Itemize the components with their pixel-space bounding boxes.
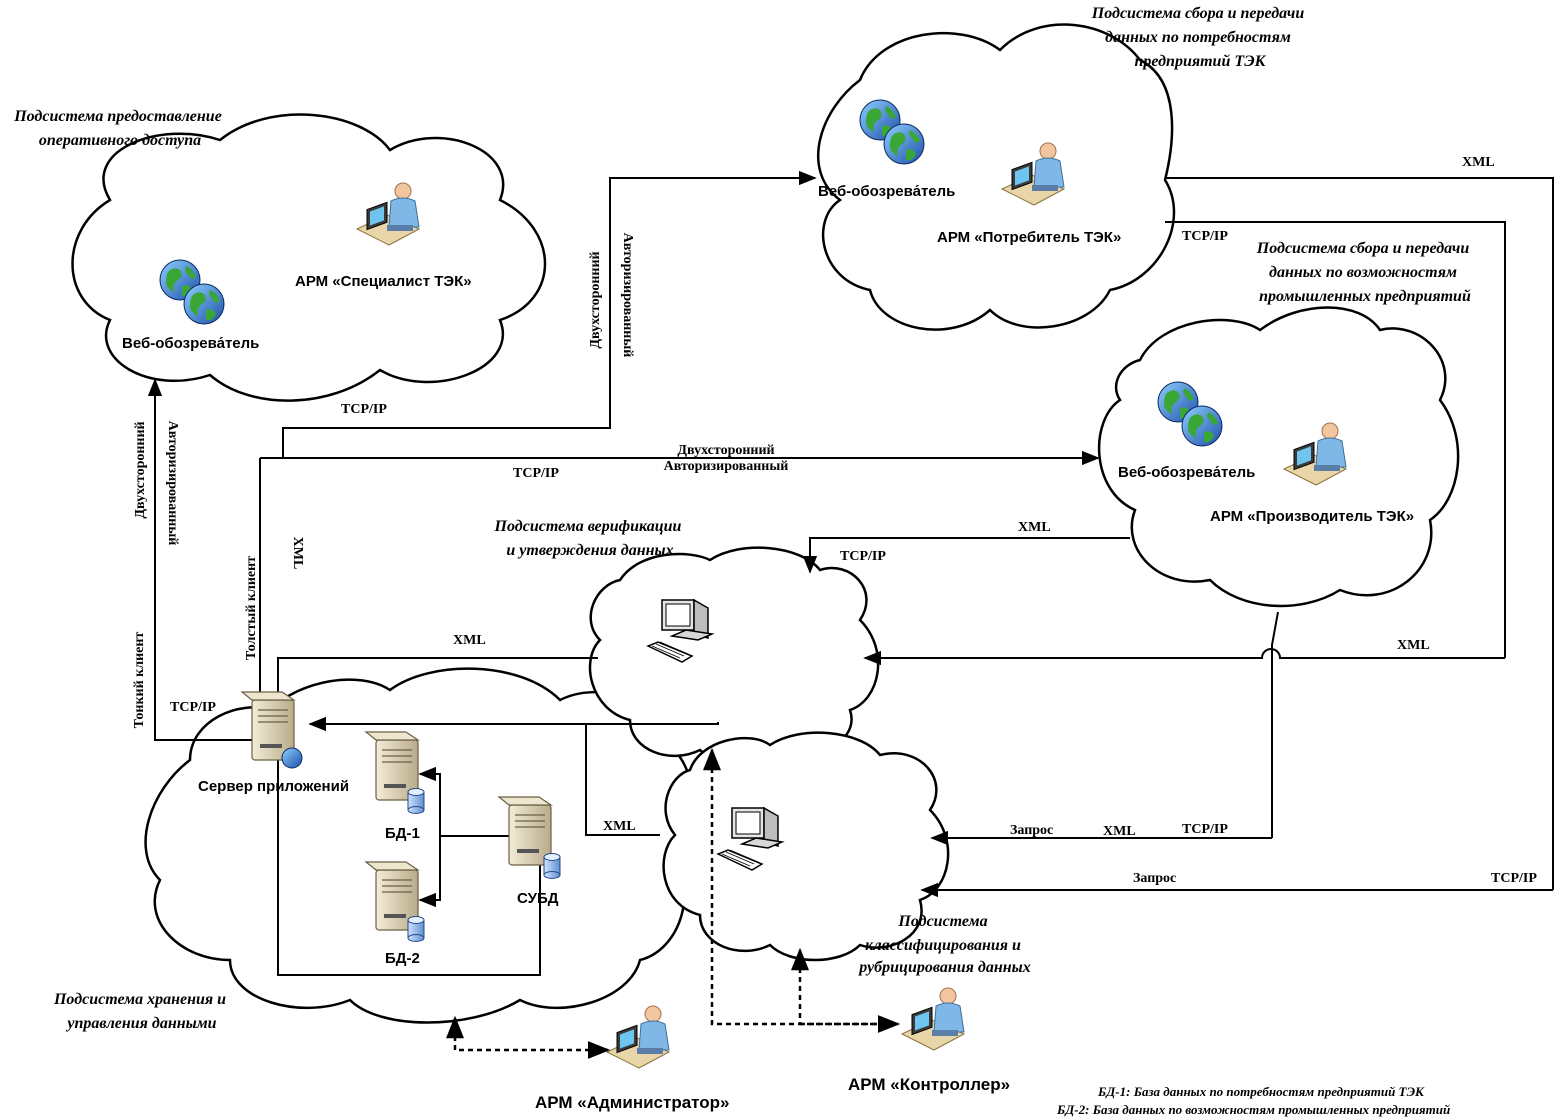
dbms-label: СУБД — [517, 890, 559, 907]
link-consumers-xml — [1165, 177, 1554, 890]
link-xml-classification — [585, 724, 660, 836]
xml-label: XML — [290, 537, 305, 570]
cloud-producers — [1097, 306, 1460, 608]
title-producers: Подсистема сбора и передачи данных по во… — [1256, 240, 1473, 305]
authorized-label: Авторизированный — [165, 421, 180, 546]
title-consumers: Подсистема сбора и передачи данных по по… — [1091, 5, 1308, 70]
bidirectional-label: Двухсторонний — [588, 251, 603, 348]
arm-admin-label: АРМ «Администратор» — [535, 1093, 730, 1112]
tcpip-label: TCP/IP — [170, 700, 216, 715]
xml-label: XML — [1462, 155, 1495, 170]
db1-label: БД-1 — [385, 825, 420, 842]
bidirectional-label: Двухсторонний — [677, 443, 774, 458]
thin-client-label: Тонкий клиент — [132, 632, 147, 729]
legend-db1: БД-1: База данных по потребностям предпр… — [1097, 1084, 1425, 1099]
arm-producer-label: АРМ «Производитель ТЭК» — [1210, 508, 1414, 525]
app-server-label: Сервер приложений — [198, 778, 349, 795]
link-producers-verification — [802, 537, 1130, 574]
authorized-label: Авторизированный — [664, 459, 789, 474]
link-admin — [446, 1015, 611, 1059]
link-db1 — [418, 766, 441, 836]
globe-icon — [281, 747, 303, 769]
bidirectional-label: Двухсторонний — [133, 421, 148, 518]
xml-label: XML — [1018, 520, 1051, 535]
xml-label: XML — [453, 633, 486, 648]
cloud-consumers — [816, 23, 1176, 331]
title-operative-access: Подсистема предоставление оперативного д… — [13, 108, 226, 149]
database-icon — [543, 853, 561, 879]
xml-label: XML — [603, 819, 636, 834]
database-icon — [407, 916, 425, 942]
arm-specialist-label: АРМ «Специалист ТЭК» — [295, 273, 472, 290]
browser-label: Веб-обозрева́тель — [818, 183, 955, 200]
database-icon — [407, 788, 425, 814]
tcpip-label: TCP/IP — [513, 466, 559, 481]
link-db2 — [418, 836, 441, 908]
title-classification: Подсистема классифицирования и рубрициро… — [857, 913, 1030, 976]
arm-consumer-label: АРМ «Потребитель ТЭК» — [937, 229, 1121, 246]
request-label: Запрос — [1133, 871, 1176, 886]
browser-label: Веб-обозрева́тель — [122, 335, 259, 352]
link-producers-down — [1271, 611, 1279, 838]
arm-controller-label: АРМ «Контроллер» — [848, 1075, 1010, 1094]
legend-db2: БД-2: База данных по возможностям промыш… — [1056, 1102, 1450, 1117]
person-workstation-icon — [901, 987, 965, 1051]
link-to-server — [308, 716, 719, 732]
person-workstation-icon — [606, 1005, 670, 1069]
tcpip-label: TCP/IP — [1182, 822, 1228, 837]
db2-label: БД-2 — [385, 950, 420, 967]
tcpip-label: TCP/IP — [341, 402, 387, 417]
thick-client-label: Толстый клиент — [244, 556, 259, 660]
cloud-operative-access — [71, 113, 547, 402]
cloud-classification — [662, 731, 950, 962]
xml-label: XML — [1103, 824, 1136, 839]
thin-client-link — [147, 378, 260, 741]
link-to-consumers — [282, 170, 817, 458]
tcpip-label: TCP/IP — [1491, 871, 1537, 886]
link-consumers-tcp — [1165, 221, 1506, 658]
tcpip-label: TCP/IP — [840, 549, 886, 564]
cloud-verification — [588, 546, 880, 767]
tcpip-label: TCP/IP — [1182, 229, 1228, 244]
xml-label: XML — [1397, 638, 1430, 653]
browser-label: Веб-обозрева́тель — [1118, 464, 1255, 481]
request-label: Запрос — [1010, 823, 1053, 838]
cloud-storage — [144, 667, 693, 1024]
title-verification: Подсистема верификации и утверждения дан… — [494, 518, 686, 559]
authorized-label: Авторизированный — [620, 233, 635, 358]
title-storage: Подсистема хранения и управления данными — [53, 991, 230, 1032]
link-verification-storage — [277, 657, 598, 976]
